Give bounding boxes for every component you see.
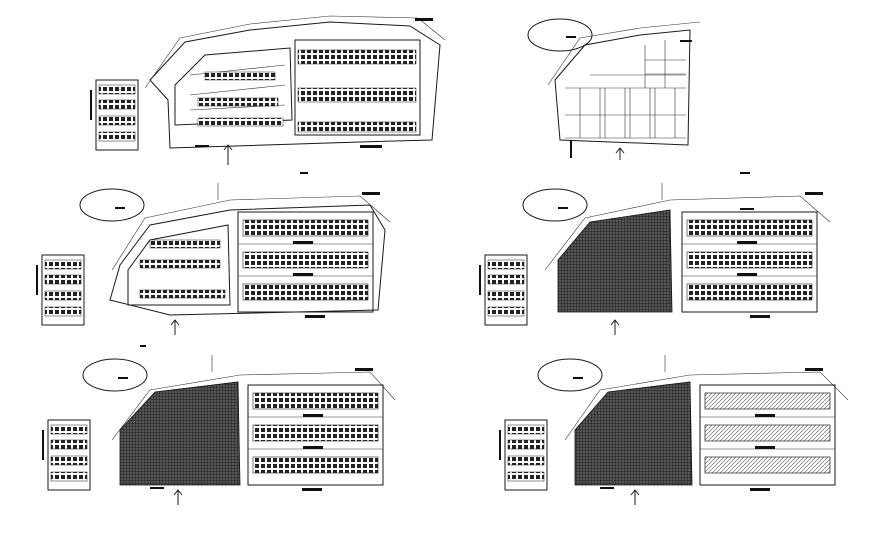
panel-1-full-plan: [89, 15, 446, 174]
panel-5-hatched-plots-dark: [41, 355, 396, 505]
panel-4-left-hatched: [478, 183, 831, 335]
panel-3-full-plan-ellipse: [35, 183, 391, 347]
panel-6-hatched-plots-light: [498, 355, 849, 505]
panel-2-grid-layout: [527, 18, 750, 174]
